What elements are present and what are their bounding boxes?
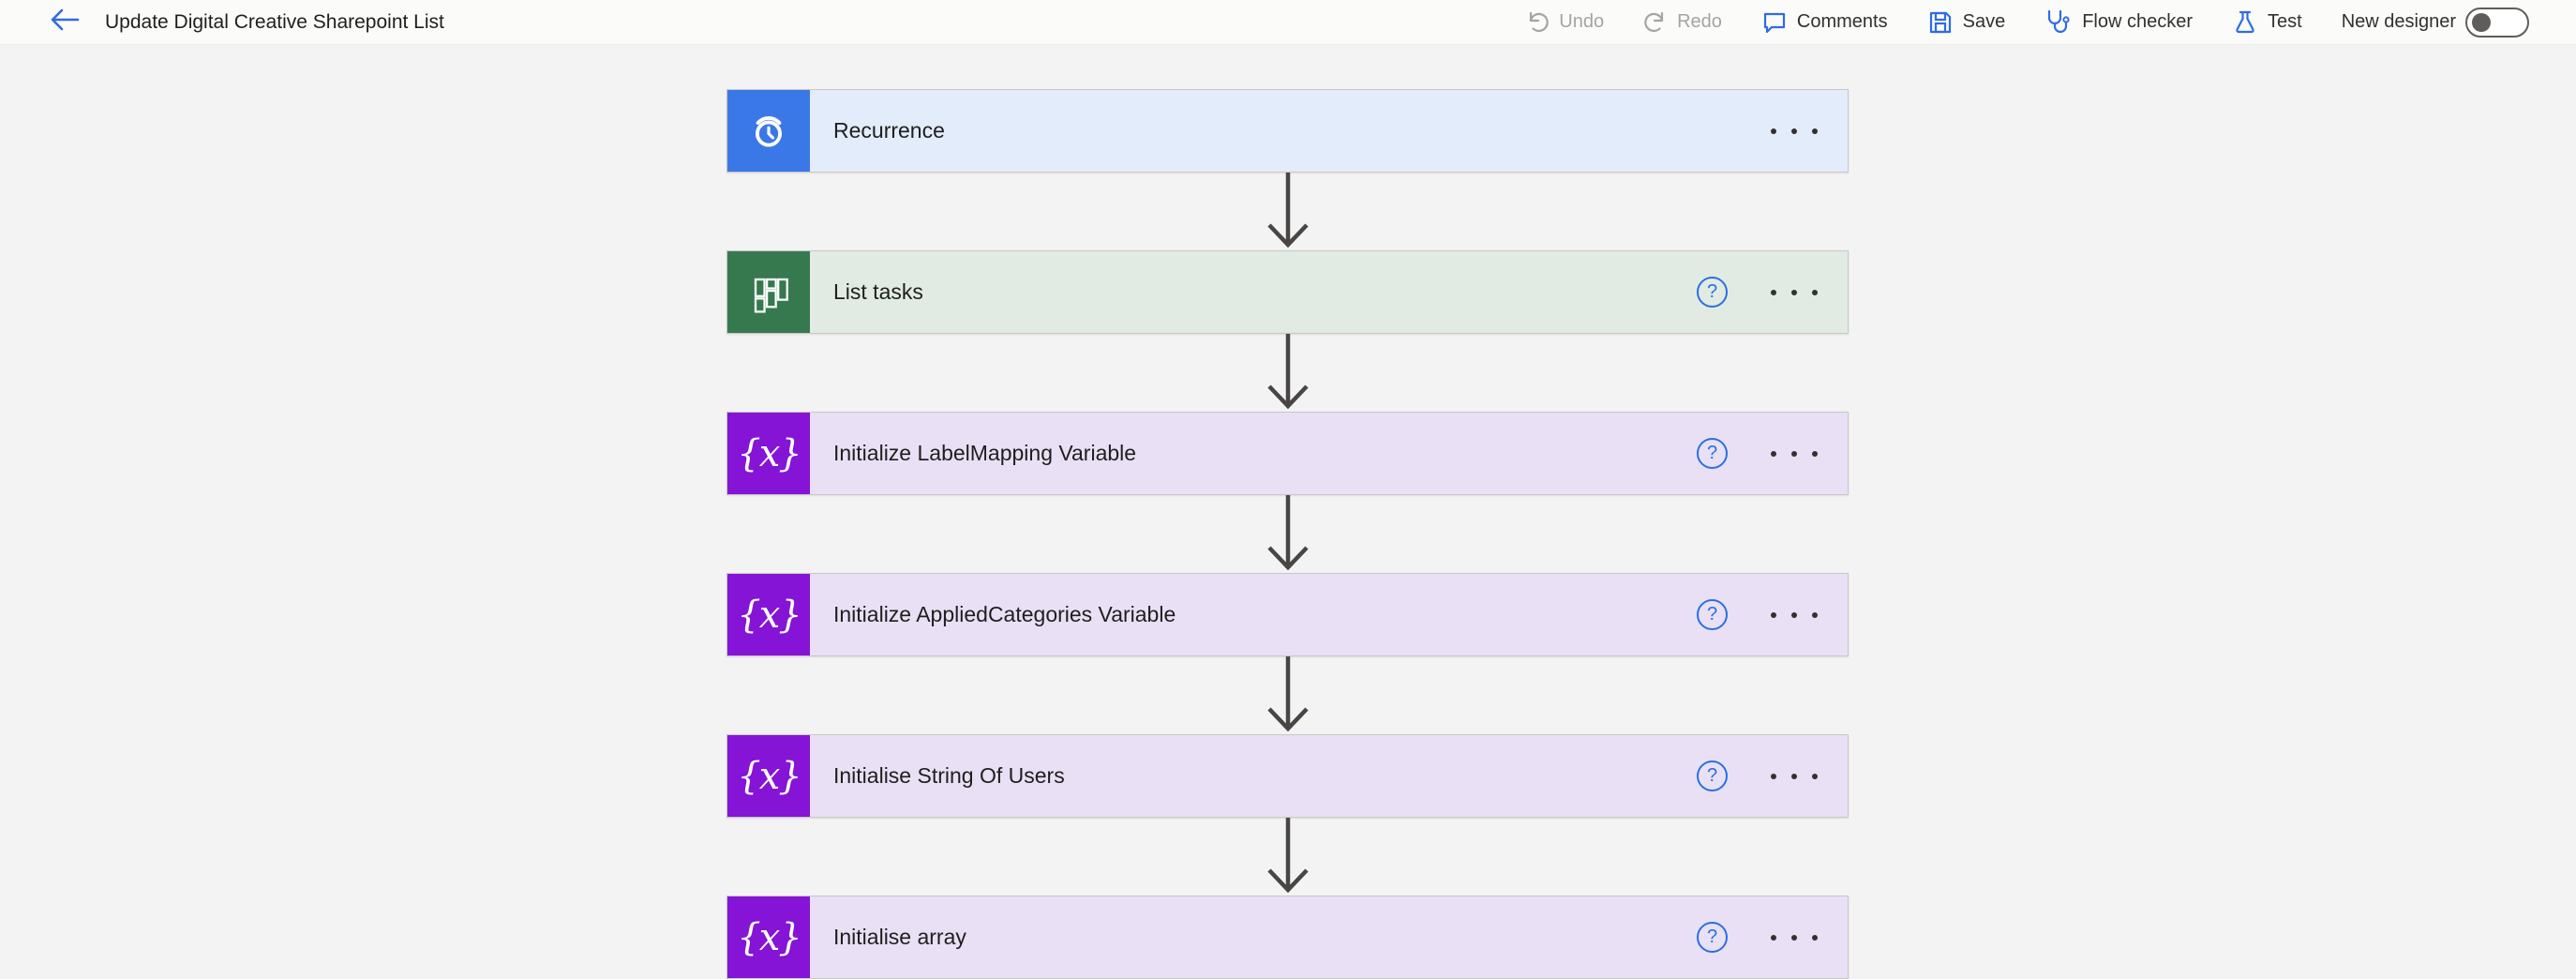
variable-icon: {x} bbox=[727, 735, 810, 817]
help-icon[interactable]: ? bbox=[1697, 922, 1728, 953]
test-label: Test bbox=[2268, 11, 2302, 33]
test-button[interactable]: Test bbox=[2232, 9, 2302, 36]
node-title: Initialise String Of Users bbox=[833, 763, 1065, 789]
back-button[interactable] bbox=[49, 7, 81, 38]
node-menu-button[interactable] bbox=[1769, 445, 1820, 462]
flow-connector-arrow bbox=[726, 818, 1849, 896]
planner-icon bbox=[727, 251, 810, 333]
node-title: List tasks bbox=[833, 279, 923, 305]
flow-column: Recurrence bbox=[726, 89, 1849, 979]
node-title: Recurrence bbox=[833, 118, 945, 143]
help-icon[interactable]: ? bbox=[1697, 599, 1728, 630]
recurrence-clock-icon bbox=[727, 90, 810, 172]
undo-button[interactable]: Undo bbox=[1525, 10, 1604, 35]
command-bar: Update Digital Creative Sharepoint List … bbox=[0, 0, 2576, 45]
undo-icon bbox=[1525, 10, 1550, 35]
flow-checker-label: Flow checker bbox=[2082, 11, 2193, 33]
variable-icon: {x} bbox=[727, 896, 810, 978]
redo-label: Redo bbox=[1677, 11, 1722, 33]
variable-icon: {x} bbox=[727, 574, 810, 655]
save-icon bbox=[1927, 9, 1954, 36]
node-menu-button[interactable] bbox=[1769, 607, 1820, 624]
flow-checker-button[interactable]: Flow checker bbox=[2044, 8, 2193, 37]
undo-label: Undo bbox=[1559, 11, 1604, 33]
new-designer-label: New designer bbox=[2342, 11, 2456, 33]
node-menu-button[interactable] bbox=[1769, 768, 1820, 785]
redo-button[interactable]: Redo bbox=[1643, 10, 1722, 35]
node-title: Initialise array bbox=[833, 925, 966, 950]
back-arrow-icon bbox=[50, 8, 80, 37]
help-icon[interactable]: ? bbox=[1697, 761, 1728, 791]
node-title: Initialize LabelMapping Variable bbox=[833, 441, 1136, 466]
flow-node-initialise-string-of-users[interactable]: {x} Initialise String Of Users ? bbox=[726, 734, 1849, 818]
flow-node-list-tasks[interactable]: List tasks ? bbox=[726, 250, 1849, 334]
toggle-knob bbox=[2472, 13, 2491, 32]
flow-connector-arrow bbox=[726, 656, 1849, 734]
flow-canvas[interactable]: Recurrence bbox=[0, 45, 2576, 979]
flow-checker-stethoscope-icon bbox=[2044, 8, 2073, 37]
node-menu-button[interactable] bbox=[1769, 929, 1820, 946]
toolbar: Undo Redo Comments bbox=[1525, 8, 2529, 38]
flow-title: Update Digital Creative Sharepoint List bbox=[105, 11, 444, 34]
node-title: Initialize AppliedCategories Variable bbox=[833, 602, 1176, 627]
help-icon[interactable]: ? bbox=[1697, 277, 1728, 308]
save-button[interactable]: Save bbox=[1927, 9, 2006, 36]
node-menu-button[interactable] bbox=[1769, 284, 1820, 301]
variable-icon: {x} bbox=[727, 413, 810, 494]
new-designer-control: New designer bbox=[2342, 8, 2529, 38]
comments-button[interactable]: Comments bbox=[1761, 9, 1888, 36]
node-menu-button[interactable] bbox=[1769, 123, 1820, 140]
flow-connector-arrow bbox=[726, 495, 1849, 573]
comments-label: Comments bbox=[1797, 11, 1888, 33]
new-designer-toggle[interactable] bbox=[2465, 8, 2529, 38]
flow-connector-arrow bbox=[726, 334, 1849, 412]
redo-icon bbox=[1643, 10, 1668, 35]
help-icon[interactable]: ? bbox=[1697, 438, 1728, 469]
flow-node-initialise-array[interactable]: {x} Initialise array ? bbox=[726, 896, 1849, 979]
flow-node-recurrence[interactable]: Recurrence bbox=[726, 89, 1849, 173]
flow-node-initialize-appliedcategories[interactable]: {x} Initialize AppliedCategories Variabl… bbox=[726, 573, 1849, 656]
save-label: Save bbox=[1963, 11, 2006, 33]
flow-node-initialize-labelmapping[interactable]: {x} Initialize LabelMapping Variable ? bbox=[726, 412, 1849, 495]
flow-connector-arrow bbox=[726, 173, 1849, 250]
test-flask-icon bbox=[2232, 9, 2258, 36]
comments-icon bbox=[1761, 9, 1788, 36]
